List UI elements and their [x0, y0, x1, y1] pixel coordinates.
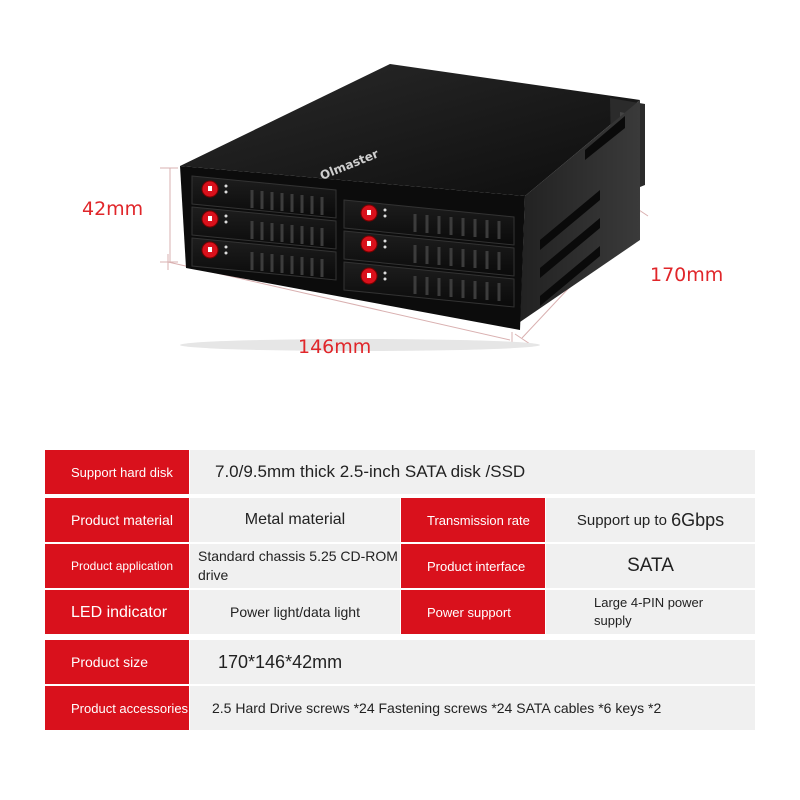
transmission-rate-label: Transmission rate: [401, 498, 545, 542]
product-material-label: Product material: [45, 498, 189, 542]
led-indicator-label: LED indicator: [45, 590, 189, 634]
height-dimension-label: 42mm: [82, 198, 144, 220]
product-image: Olmaster: [82, 64, 724, 358]
product-material-value: Metal material: [190, 498, 400, 542]
depth-dimension-label: 170mm: [650, 264, 724, 286]
led-indicator-value: Power light/data light: [190, 590, 400, 634]
width-dimension-label: 146mm: [298, 336, 372, 358]
bay-column-left: [191, 175, 337, 281]
power-support-value: Large 4-PIN power supply: [546, 590, 755, 634]
product-interface-label: Product interface: [401, 544, 545, 588]
product-application-label: Product application: [45, 544, 189, 588]
product-accessories-label: Product accessories: [45, 686, 189, 730]
product-size-value: 170*146*42mm: [190, 640, 755, 684]
support-hard-disk-value: 7.0/9.5mm thick 2.5-inch SATA disk /SSD: [190, 450, 755, 494]
drive-cage-illustration: Olmaster: [160, 64, 649, 351]
power-support-label: Power support: [401, 590, 545, 634]
support-hard-disk-label: Support hard disk: [45, 450, 189, 494]
product-accessories-value: 2.5 Hard Drive screws *24 Fastening scre…: [190, 686, 755, 730]
product-size-label: Product size: [45, 640, 189, 684]
transmission-rate-emph: 6Gbps: [671, 509, 725, 530]
product-interface-value: SATA: [546, 544, 755, 588]
bay-column-right: [343, 199, 515, 308]
transmission-rate-prefix: Support up to: [576, 511, 672, 529]
product-application-value: Standard chassis 5.25 CD-ROM drive: [190, 544, 400, 588]
transmission-rate-value: Support up to 6Gbps: [546, 498, 755, 542]
